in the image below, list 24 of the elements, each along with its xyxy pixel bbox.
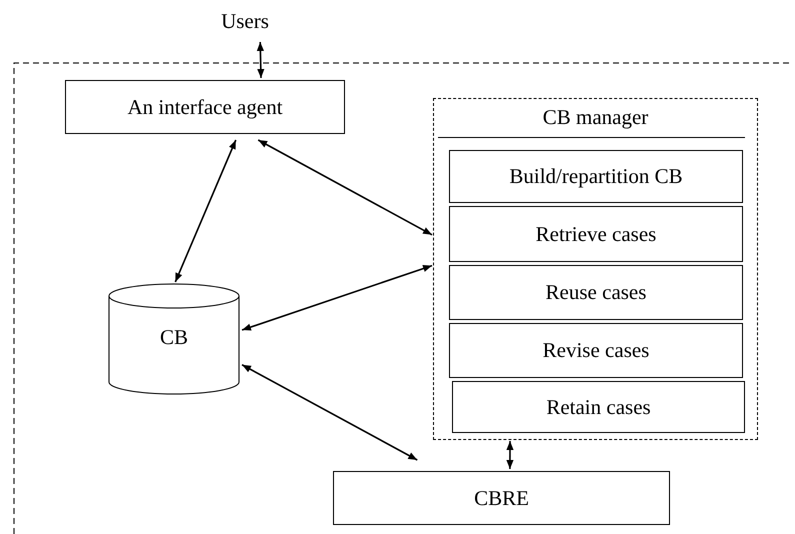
double-arrow bbox=[506, 441, 514, 469]
step-box bbox=[452, 381, 745, 433]
double-arrow bbox=[174, 140, 237, 282]
step-box bbox=[449, 150, 743, 203]
node-label: CB bbox=[160, 324, 188, 350]
process-box bbox=[65, 80, 345, 134]
node-label: Reuse cases bbox=[546, 280, 646, 305]
double-arrow bbox=[242, 264, 432, 331]
step-box bbox=[449, 206, 743, 262]
process-box bbox=[333, 471, 670, 525]
node-label: Retain cases bbox=[546, 394, 651, 420]
manager-panel bbox=[433, 98, 758, 440]
node-label: Revise cases bbox=[542, 338, 650, 363]
double-arrow bbox=[242, 364, 418, 461]
double-arrow bbox=[258, 139, 432, 236]
panel-heading: CB manager bbox=[542, 105, 648, 130]
node-label: Retrieve cases bbox=[536, 222, 656, 246]
node-label: An interface agent bbox=[127, 94, 283, 120]
actor-label: Users bbox=[221, 8, 269, 34]
step-box bbox=[449, 323, 743, 378]
node-label: Build/repartition CB bbox=[509, 164, 683, 189]
step-box bbox=[449, 265, 743, 320]
double-arrow bbox=[256, 42, 264, 78]
node-label: CBRE bbox=[474, 486, 529, 510]
